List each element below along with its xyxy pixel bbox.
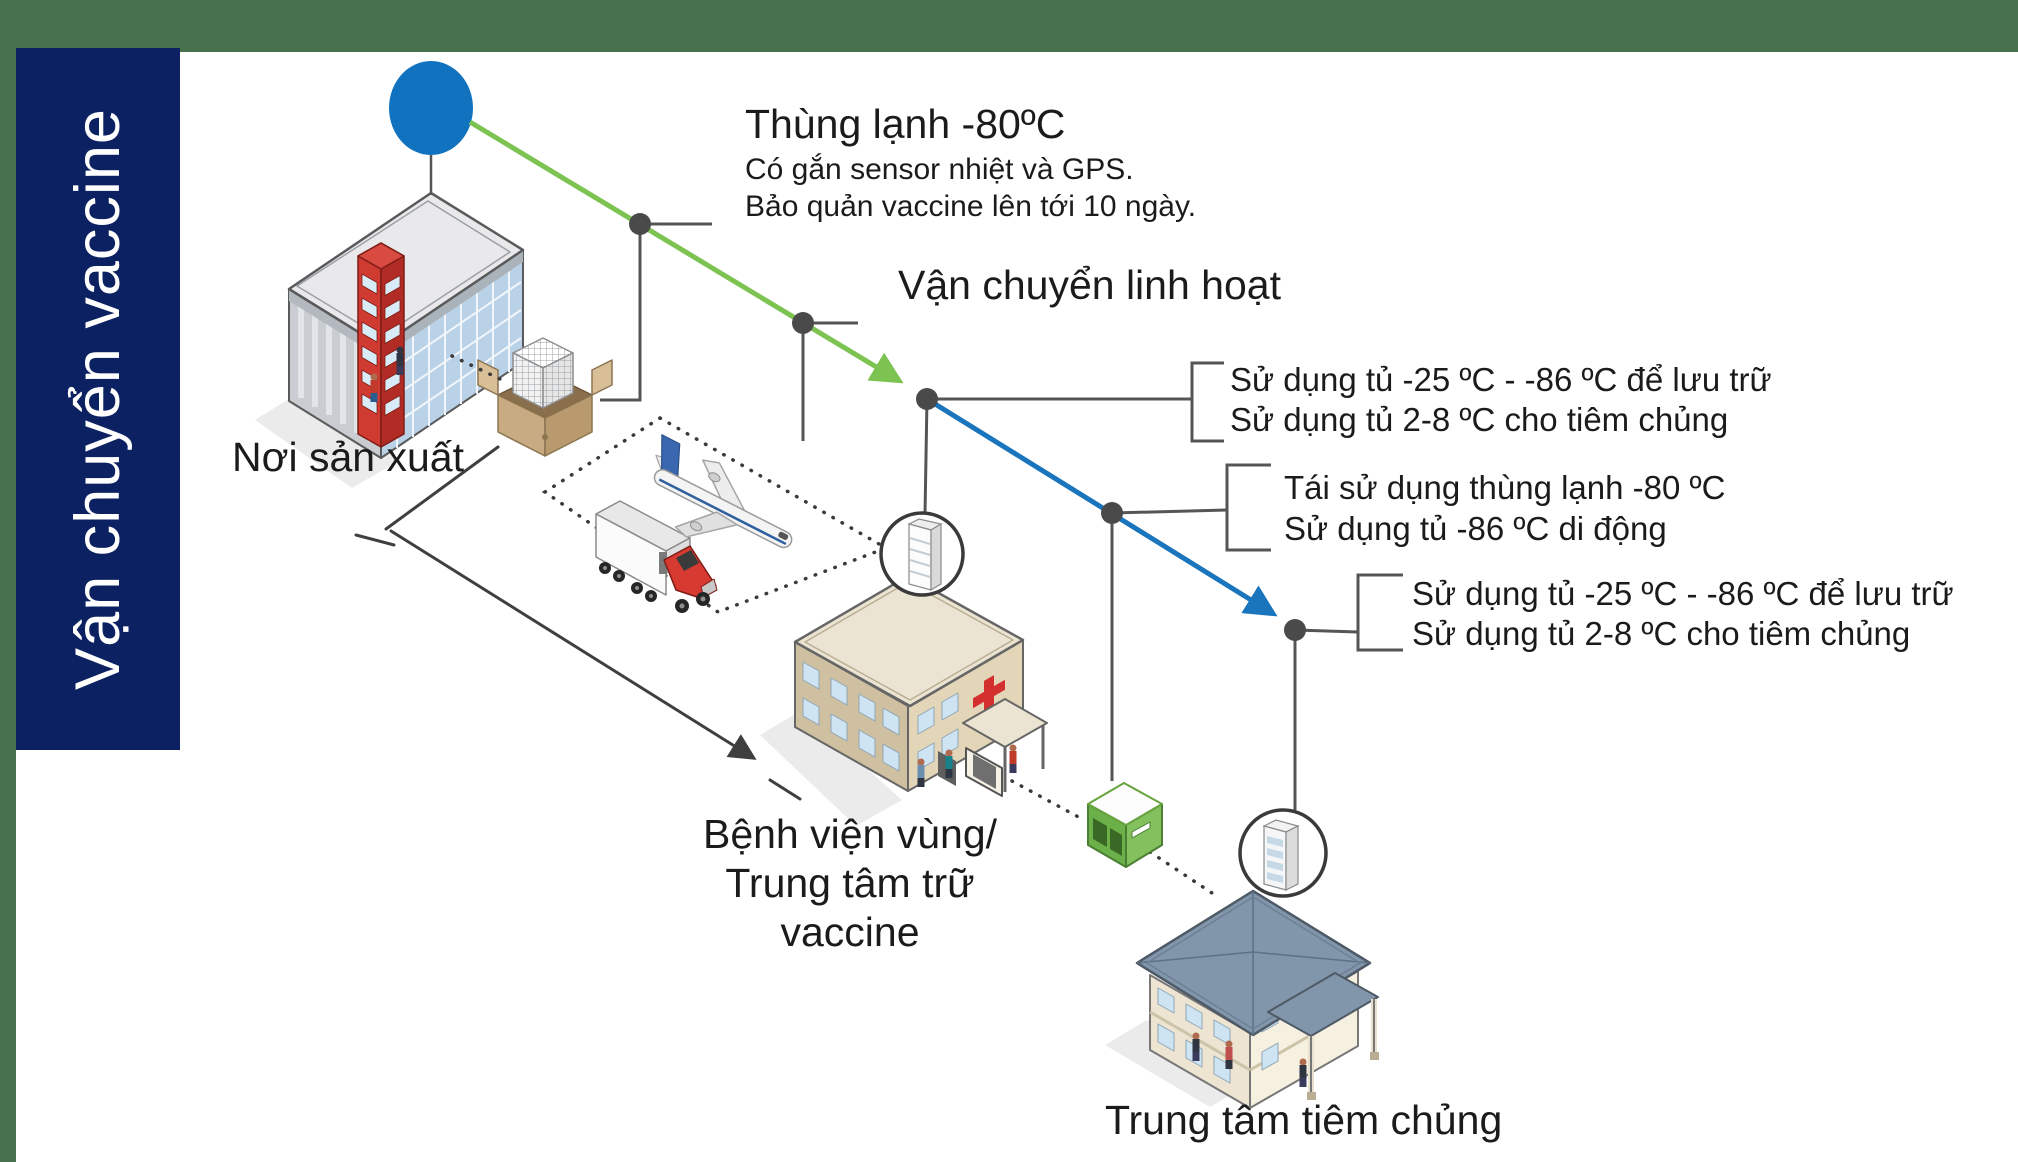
- bracket-storage-top: [1190, 361, 1224, 443]
- bracket-storage-bottom: [1356, 573, 1403, 652]
- airplane-icon: [653, 434, 793, 549]
- dotted-transport-zone: [541, 415, 891, 614]
- factory-route-line: [354, 445, 802, 801]
- reuse-note-line2: Sử dụng tủ -86 ºC di động: [1284, 510, 1667, 547]
- storage-note-bottom-line2: Sử dụng tủ 2-8 ºC cho tiêm chủng: [1412, 615, 1911, 652]
- cold-box-line2: Bảo quản vaccine lên tới 10 ngày.: [745, 190, 1197, 223]
- route-node: [629, 213, 651, 235]
- storage-note-top-line1: Sử dụng tủ -25 ºC - -86 ºC để lưu trữ: [1230, 361, 1772, 398]
- storage-note-top-line2: Sử dụng tủ 2-8 ºC cho tiêm chủng: [1230, 401, 1729, 438]
- route-node: [1284, 619, 1306, 641]
- vaccination-center-label: Trung tâm tiêm chủng: [1105, 1097, 1503, 1143]
- factory-label: Nơi sản xuất: [232, 434, 464, 480]
- cooler-box-icon: [1087, 782, 1163, 868]
- cold-box-subtext: Có gắn sensor nhiệt và GPS. Bảo quản vac…: [745, 151, 1196, 225]
- cold-box-line1: Có gắn sensor nhiệt và GPS.: [745, 153, 1134, 186]
- dotted-factory-to-box: [450, 354, 504, 382]
- blue-route-arrow: [925, 396, 1278, 617]
- connector-reuse: [1110, 508, 1228, 781]
- reuse-note: Tái sử dụng thùng lạnh -80 ºC Sử dụng tủ…: [1284, 467, 1725, 549]
- route-node: [1101, 502, 1123, 524]
- vaccine-box-icon: [477, 337, 613, 457]
- vaccination-center-building-icon: [1135, 889, 1379, 1109]
- storage-note-bottom: Sử dụng tủ -25 ºC - -86 ºC để lưu trữ Sử…: [1412, 574, 1954, 654]
- truck-icon: [595, 500, 718, 613]
- hospital-label: Bệnh viện vùng/ Trung tâm trữ vaccine: [660, 810, 1040, 957]
- connector-storage-top: [923, 397, 1192, 515]
- flexible-transport-label: Vận chuyển linh hoạt: [898, 262, 1281, 308]
- connector-storage-bottom: [1293, 628, 1359, 810]
- route-node: [792, 312, 814, 334]
- left-green-strip: [0, 0, 16, 1162]
- reuse-note-line1: Tái sử dụng thùng lạnh -80 ºC: [1284, 469, 1726, 506]
- top-green-bar: [0, 0, 2018, 52]
- fridge-circle-vax: [1238, 808, 1328, 898]
- bracket-reuse: [1225, 463, 1271, 552]
- person-figure: [370, 346, 404, 402]
- hospital-label-line2: Trung tâm trữ vaccine: [725, 860, 975, 955]
- green-route-arrow: [468, 119, 904, 384]
- dotted-cooler-to-vax: [1148, 850, 1220, 899]
- hospital-label-line1: Bệnh viện vùng/: [702, 811, 998, 857]
- storage-note-top: Sử dụng tủ -25 ºC - -86 ºC để lưu trữ Sử…: [1230, 360, 1772, 440]
- red-cross-icon: [973, 675, 1005, 713]
- person-figure: [917, 744, 1017, 787]
- cold-box-title: Thùng lạnh -80ºC: [745, 101, 1066, 147]
- route-node: [916, 388, 938, 410]
- factory-building-icon: [287, 191, 525, 459]
- dotted-hospital-to-cooler: [1010, 779, 1086, 822]
- hospital-building-icon: [793, 574, 1048, 797]
- factory-shadow: [255, 392, 400, 488]
- person-figure: [1192, 1032, 1307, 1087]
- fridge-circle-hospital: [879, 511, 965, 597]
- storage-note-bottom-line1: Sử dụng tủ -25 ºC - -86 ºC để lưu trữ: [1412, 575, 1954, 612]
- hospital-shadow: [760, 710, 902, 826]
- start-circle-icon: [389, 61, 473, 155]
- title-banner: Vận chuyển vaccine: [16, 48, 180, 750]
- connector-coldbox: [600, 222, 712, 402]
